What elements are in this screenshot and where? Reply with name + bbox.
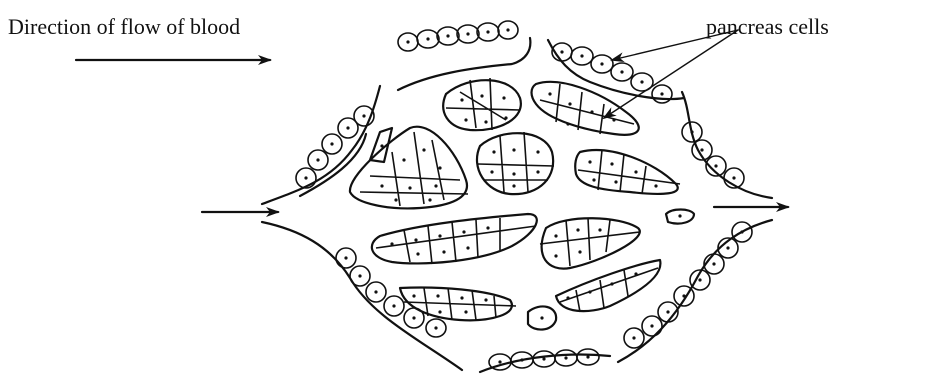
pointer-to-cells: [604, 30, 738, 118]
lining-cells: [296, 21, 752, 370]
cell-islands: [350, 78, 694, 330]
vessel-walls: [262, 38, 772, 372]
